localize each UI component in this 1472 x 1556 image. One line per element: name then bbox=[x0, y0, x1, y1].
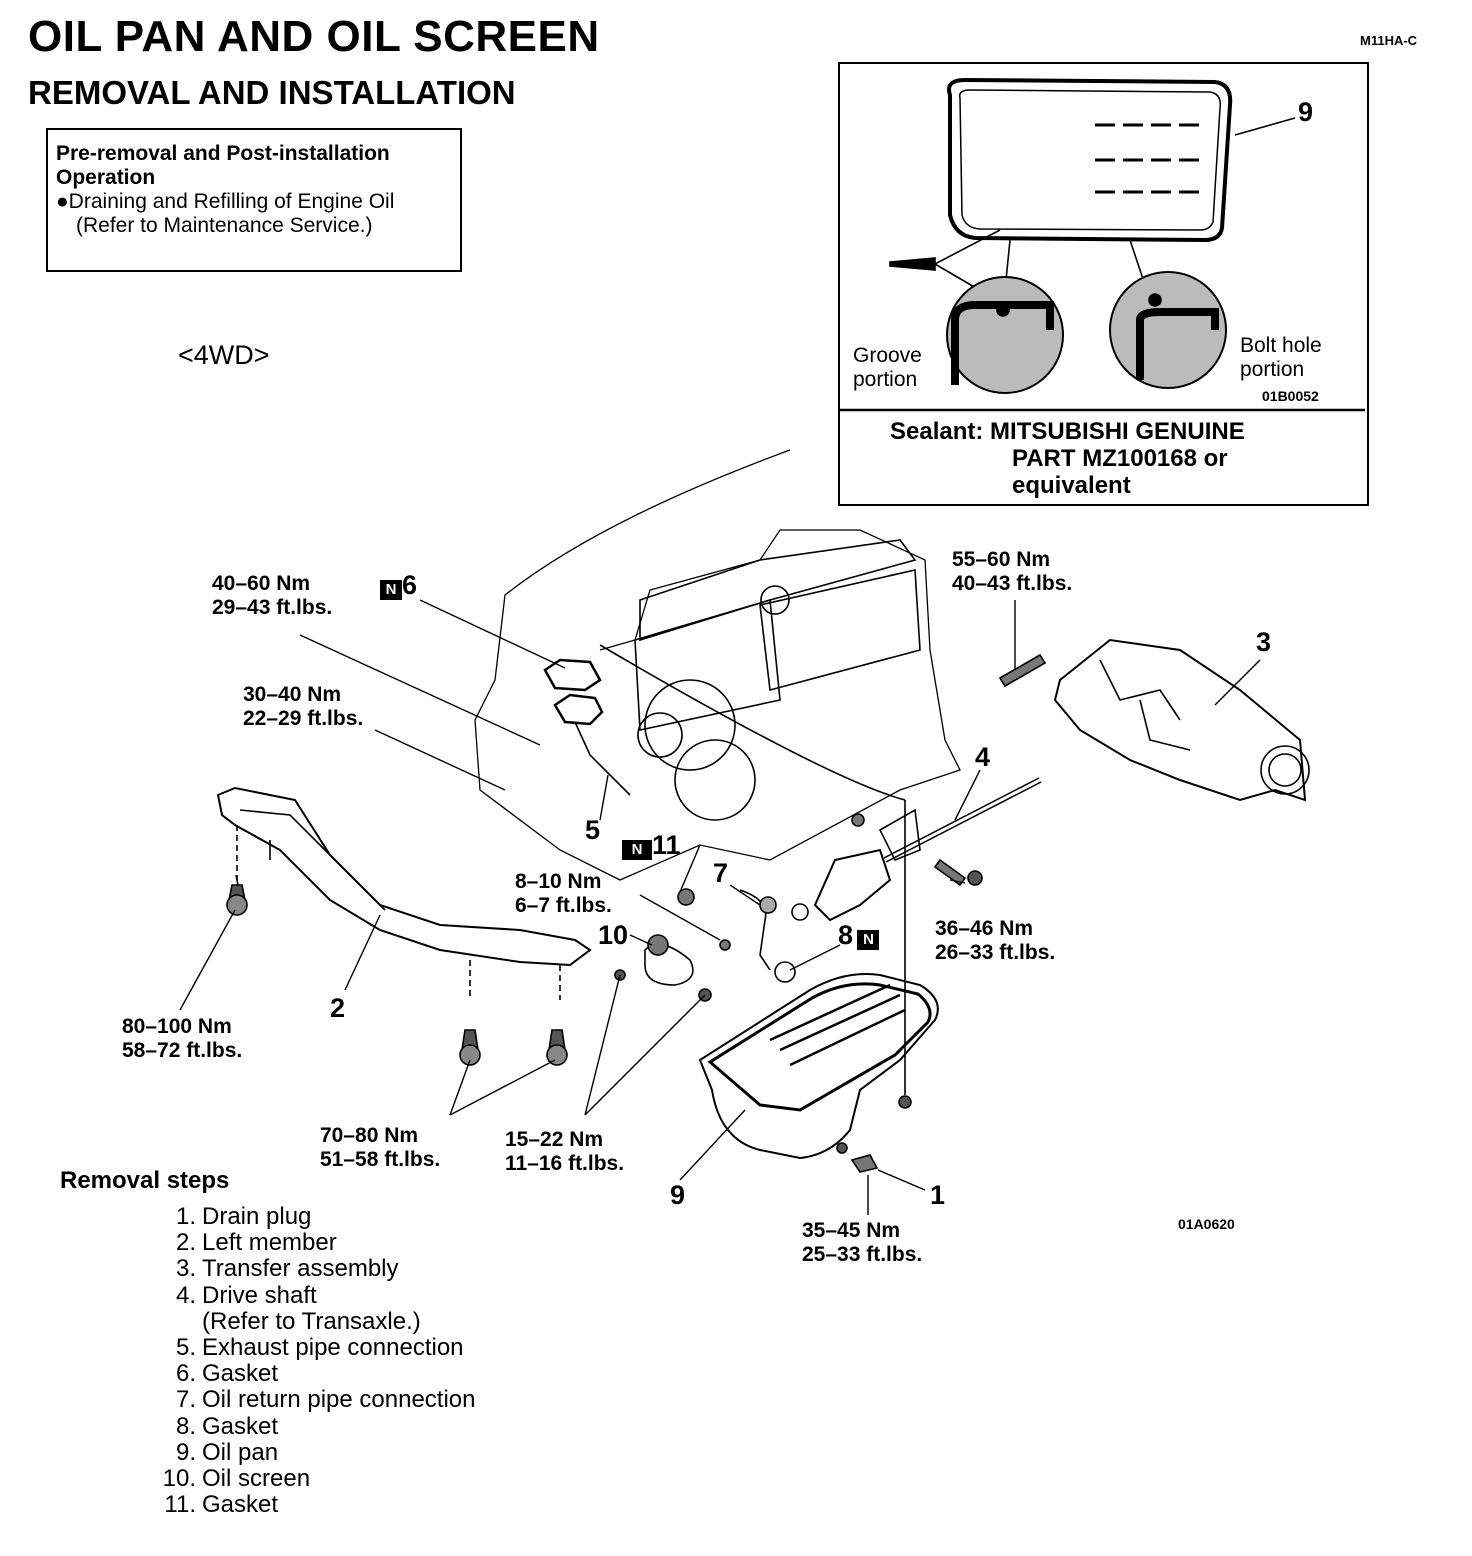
removal-step-number: 2. bbox=[175, 1229, 196, 1257]
callout-8: 8 N bbox=[838, 920, 880, 951]
bolt-hole-label-line1: Bolt hole bbox=[1240, 334, 1322, 357]
torque-member-rear: 70–80 Nm 51–58 ft.lbs. bbox=[320, 1124, 441, 1171]
pre-removal-box: Pre-removal and Post-installation Operat… bbox=[46, 128, 462, 272]
torque-oil-pan-bolt: 15–22 Nm 11–16 ft.lbs. bbox=[505, 1128, 625, 1175]
callout-4: 4 bbox=[975, 742, 991, 772]
removal-step-text: Left member bbox=[202, 1229, 337, 1257]
removal-step-text: Gasket bbox=[202, 1412, 279, 1440]
removal-step-number: 3. bbox=[175, 1255, 196, 1283]
removal-step-text: Oil screen bbox=[202, 1465, 311, 1493]
removal-step-number: 7. bbox=[175, 1386, 196, 1414]
removal-step: 2.Left member bbox=[160, 1230, 476, 1256]
n-badge-8: N bbox=[857, 929, 880, 950]
removal-step: 1.Drain plug bbox=[160, 1203, 476, 1230]
removal-step: 10.Oil screen bbox=[160, 1465, 476, 1493]
removal-step: 6.Gasket bbox=[160, 1361, 476, 1387]
sealant-line2: PART MZ100168 or bbox=[1012, 445, 1228, 472]
removal-step-text: Transfer assembly bbox=[202, 1255, 399, 1283]
figure-code: 01A0620 bbox=[1178, 1216, 1235, 1232]
callout-3: 3 bbox=[1256, 627, 1272, 657]
removal-step-number bbox=[160, 1309, 202, 1335]
sealant-line1: Sealant: MITSUBISHI GENUINE bbox=[890, 418, 1245, 445]
removal-step-text: (Refer to Transaxle.) bbox=[202, 1307, 421, 1335]
callout-5: 5 bbox=[585, 815, 601, 845]
pre-removal-item-line1: ●Draining and Refilling of Engine Oil bbox=[56, 190, 395, 213]
removal-step-text: Drive shaft bbox=[202, 1281, 317, 1309]
page-subtitle: REMOVAL AND INSTALLATION bbox=[28, 74, 516, 111]
torque-exhaust-bolt: 30–40 Nm 22–29 ft.lbs. bbox=[243, 683, 364, 730]
removal-step-text: Oil return pipe connection bbox=[202, 1386, 476, 1414]
left-member bbox=[216, 786, 592, 967]
bolt-hole-label-line2: portion bbox=[1240, 358, 1305, 381]
pre-removal-item-line2: (Refer to Maintenance Service.) bbox=[76, 214, 373, 237]
transfer-assembly bbox=[1053, 638, 1307, 802]
groove-label-line1: Groove bbox=[853, 344, 922, 367]
n-badge-6: N bbox=[380, 579, 402, 600]
removal-step-number: 1. bbox=[175, 1203, 196, 1230]
removal-step: 8.Gasket bbox=[160, 1412, 476, 1440]
removal-step-text: Oil pan bbox=[202, 1438, 279, 1466]
removal-steps-title: Removal steps bbox=[60, 1167, 230, 1194]
engine-block bbox=[474, 449, 961, 881]
removal-step: 7.Oil return pipe connection bbox=[160, 1387, 476, 1413]
callout-7: 7 bbox=[713, 858, 729, 888]
removal-step: 9.Oil pan bbox=[160, 1438, 476, 1466]
removal-step-text: Gasket bbox=[202, 1491, 279, 1519]
removal-step-text: Gasket bbox=[202, 1360, 279, 1388]
callout-2: 2 bbox=[330, 993, 346, 1023]
groove-label-line2: portion bbox=[853, 368, 918, 391]
removal-step-number: 10. bbox=[162, 1465, 196, 1493]
pre-removal-heading-line1: Pre-removal and Post-installation bbox=[56, 142, 390, 165]
callout-1: 1 bbox=[930, 1180, 946, 1210]
sealant-inset bbox=[838, 62, 1369, 506]
torque-drain-plug: 35–45 Nm 25–33 ft.lbs. bbox=[802, 1219, 923, 1266]
removal-step: (Refer to Transaxle.) bbox=[160, 1307, 476, 1335]
torque-screen-bolt: 8–10 Nm 6–7 ft.lbs. bbox=[515, 870, 612, 917]
torque-member-front: 80–100 Nm 58–72 ft.lbs. bbox=[122, 1015, 243, 1062]
sealant-line3: equivalent bbox=[1012, 472, 1131, 499]
removal-step-number: 5. bbox=[175, 1334, 196, 1362]
removal-step: 11.Gasket bbox=[160, 1492, 476, 1518]
inset-oil-pan bbox=[947, 77, 1233, 243]
doc-code: M11HA-C bbox=[1360, 33, 1418, 48]
oil-pan bbox=[698, 973, 939, 1160]
page-title: OIL PAN AND OIL SCREEN bbox=[28, 12, 600, 61]
removal-step-text: Exhaust pipe connection bbox=[202, 1334, 464, 1362]
torque-driveshaft-bolt: 36–46 Nm 26–33 ft.lbs. bbox=[935, 917, 1056, 964]
pre-removal-heading-line2: Operation bbox=[56, 166, 156, 189]
removal-step-number: 8. bbox=[175, 1412, 196, 1440]
callout-9: 9 bbox=[670, 1180, 686, 1210]
removal-step-number: 9. bbox=[175, 1438, 196, 1466]
torque-gasket-6: 40–60 Nm 29–43 ft.lbs. bbox=[212, 572, 333, 619]
removal-step: 3.Transfer assembly bbox=[160, 1256, 476, 1282]
removal-step: 5.Exhaust pipe connection bbox=[160, 1334, 476, 1362]
removal-step-number: 11. bbox=[164, 1491, 196, 1519]
n-badge-11: N bbox=[622, 839, 652, 860]
callout-10: 10 bbox=[598, 920, 629, 950]
removal-step-number: 6. bbox=[175, 1360, 196, 1388]
removal-step: 4.Drive shaft bbox=[160, 1281, 476, 1309]
removal-step-text: Drain plug bbox=[202, 1203, 312, 1230]
removal-step-number: 4. bbox=[175, 1281, 196, 1309]
torque-transfer-bolt: 55–60 Nm 40–43 ft.lbs. bbox=[952, 548, 1073, 595]
inset-callout-9: 9 bbox=[1298, 97, 1314, 127]
variant-label: <4WD> bbox=[178, 340, 270, 370]
inset-fig-code: 01B0052 bbox=[1262, 388, 1319, 404]
drive-shaft bbox=[813, 848, 892, 922]
